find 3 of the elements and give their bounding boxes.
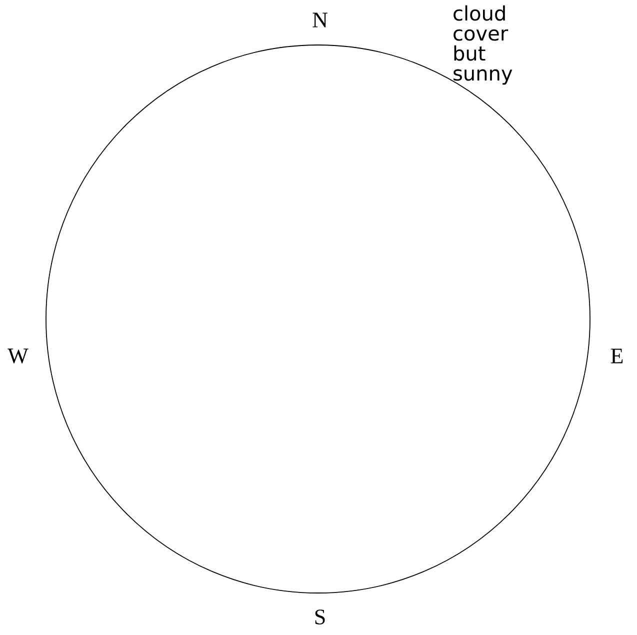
direction-label: E — [610, 348, 623, 364]
compass-circle — [46, 44, 590, 594]
handwritten-note: cloud cover but sunny — [454, 5, 512, 85]
